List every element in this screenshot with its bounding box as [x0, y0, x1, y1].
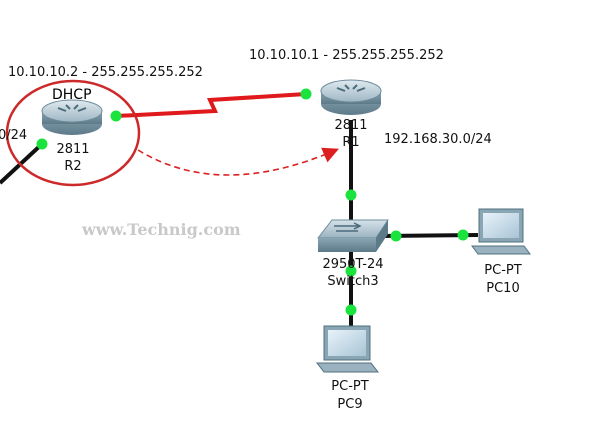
router-r1-icon[interactable] [320, 79, 382, 115]
dhcp-label: DHCP [52, 87, 92, 103]
r2-model-label: 2811 [56, 142, 90, 157]
serial-link-r2-r1 [115, 92, 307, 118]
dhcp-relay-arrow [137, 147, 339, 176]
dhcp-server-highlight-circle [5, 79, 141, 187]
watermark: www.Technig.com [82, 220, 241, 239]
pc10-model-label: PC-PT [484, 263, 522, 278]
port-dot [345, 265, 357, 277]
port-dot [36, 138, 48, 150]
port-dot [390, 230, 402, 242]
r1-name-label: R1 [342, 135, 360, 150]
pc9-icon[interactable] [315, 325, 380, 373]
port-dot [300, 88, 312, 100]
port-dot [457, 229, 469, 241]
port-dot [110, 110, 122, 122]
r2-left-network-label: 0/24 [0, 128, 28, 143]
r2-name-label: R2 [64, 159, 82, 174]
r1-lan-label: 192.168.30.0/24 [384, 132, 492, 147]
router-r2-icon[interactable] [41, 99, 103, 135]
switch-name-label: Switch3 [327, 274, 379, 289]
pc10-icon[interactable] [471, 208, 531, 255]
r1-ip-label: 10.10.10.1 - 255.255.255.252 [249, 48, 444, 63]
pc9-model-label: PC-PT [331, 379, 369, 394]
switch-icon[interactable] [316, 219, 389, 252]
r2-ip-label: 10.10.10.2 - 255.255.255.252 [8, 65, 203, 80]
switch-model-label: 2950T-24 [322, 257, 384, 272]
pc10-name-label: PC10 [486, 281, 520, 296]
pc9-name-label: PC9 [337, 397, 363, 412]
port-dot [345, 189, 357, 201]
port-dot [345, 304, 357, 316]
r1-model-label: 2811 [334, 118, 368, 133]
